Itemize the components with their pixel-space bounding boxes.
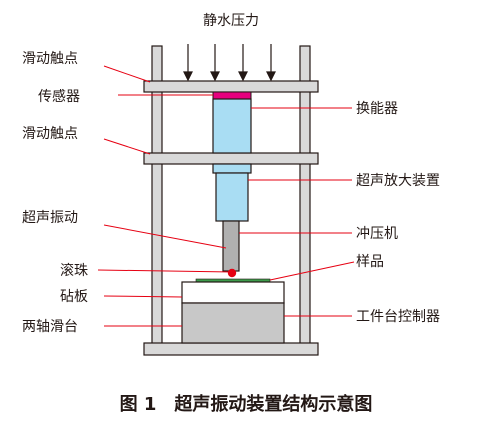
sensor [212, 91, 252, 100]
amplifier-body [215, 172, 249, 222]
label-ball: 滚珠 [60, 262, 88, 279]
punch [222, 220, 240, 272]
label-slide-contact-top: 滑动触点 [22, 50, 78, 67]
two-axis-stage [181, 302, 285, 344]
label-sample: 样品 [356, 254, 384, 270]
figure-caption: 图 1 超声振动装置结构示意图 [120, 393, 373, 415]
label-amplifier: 超声放大装置 [356, 173, 440, 189]
middle-plate [143, 152, 319, 165]
label-punch: 冲压机 [356, 226, 398, 242]
title-label: 静水压力 [203, 13, 259, 29]
leader-lines [97, 65, 355, 327]
label-transducer: 换能器 [356, 100, 398, 117]
label-ultrasonic-vibration: 超声振动 [22, 210, 78, 226]
top-plate [143, 80, 319, 93]
label-anvil: 砧板 [60, 289, 88, 305]
pressure-arrows [183, 44, 276, 82]
label-slide-contact-mid: 滑动触点 [22, 125, 78, 142]
label-two-axis-stage: 两轴滑台 [22, 318, 78, 335]
anvil [181, 281, 285, 304]
amplifier-upper [212, 163, 252, 174]
label-stage-controller: 工件台控制器 [356, 309, 440, 325]
base-plate [143, 342, 319, 356]
transducer [212, 98, 252, 154]
ball [227, 268, 237, 278]
label-sensor: 传感器 [38, 88, 80, 105]
